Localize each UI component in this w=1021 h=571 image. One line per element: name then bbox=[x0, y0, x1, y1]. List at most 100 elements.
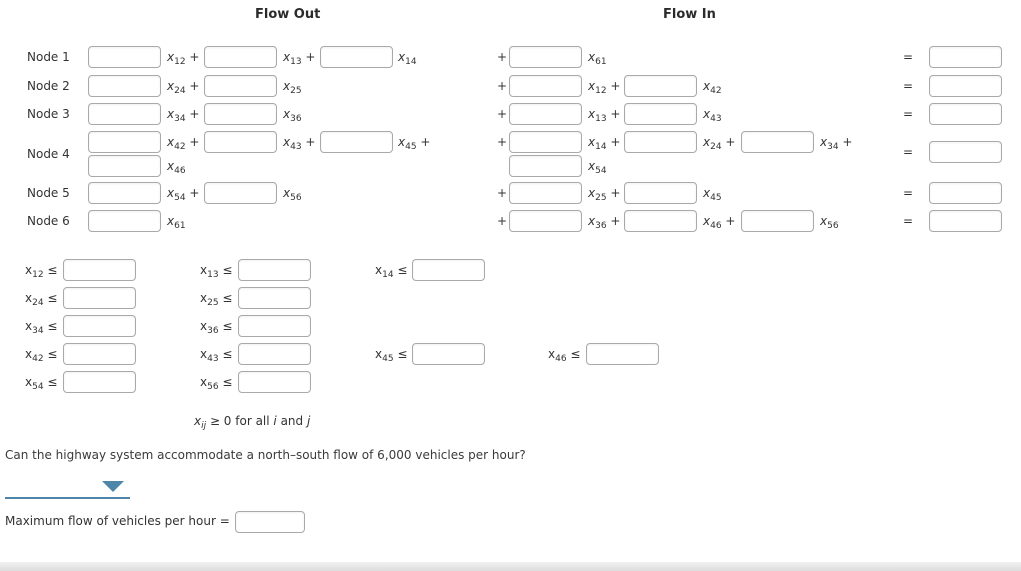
flow-in-var-x36: x36 + bbox=[588, 214, 621, 231]
flow-in-var-x61: x61 bbox=[588, 50, 607, 67]
capacity-input-x25[interactable] bbox=[238, 287, 311, 309]
flow-in-var-x13: x13 + bbox=[588, 107, 621, 124]
flow-balance-rhs-input-node-4[interactable] bbox=[929, 141, 1002, 163]
flow-in-var-x56: x56 bbox=[820, 214, 839, 231]
flow-in-var-x42: x42 bbox=[703, 79, 722, 96]
flow-balance-rhs-input-node-3[interactable] bbox=[929, 103, 1002, 125]
flow-out-var-x56: x56 bbox=[283, 186, 302, 203]
capacity-var-x56: x56 ≤ bbox=[200, 375, 233, 392]
flow-balance-rhs-input-node-2[interactable] bbox=[929, 75, 1002, 97]
question-text: Can the highway system accommodate a nor… bbox=[5, 448, 526, 462]
flow-balance-rhs-input-node-1[interactable] bbox=[929, 46, 1002, 68]
flow-out-input-x34[interactable] bbox=[88, 103, 161, 125]
flow-out-var-x24: x24 + bbox=[167, 79, 200, 96]
flow-out-var-x61: x61 bbox=[167, 214, 186, 231]
flow-in-input-x34[interactable] bbox=[741, 131, 814, 153]
flow-out-input-x54[interactable] bbox=[88, 182, 161, 204]
flow-out-var-x13: x13 + bbox=[283, 50, 316, 67]
equals-sign: = bbox=[903, 214, 914, 228]
flow-out-var-x14: x14 bbox=[398, 50, 417, 67]
flow-in-input-x36[interactable] bbox=[509, 210, 582, 232]
flow-in-var-x12: x12 + bbox=[588, 79, 621, 96]
plus-sign: + bbox=[497, 186, 508, 200]
capacity-input-x13[interactable] bbox=[238, 259, 311, 281]
flow-out-var-x45: x45 + bbox=[398, 135, 431, 152]
flow-out-input-x14[interactable] bbox=[320, 46, 393, 68]
flow-in-input-x45[interactable] bbox=[624, 182, 697, 204]
capacity-var-x45: x45 ≤ bbox=[375, 347, 408, 364]
flow-in-input-x14[interactable] bbox=[509, 131, 582, 153]
capacity-input-x42[interactable] bbox=[63, 343, 136, 365]
capacity-input-x46[interactable] bbox=[586, 343, 659, 365]
node-label-2: Node 2 bbox=[27, 79, 70, 93]
flow-in-input-x13[interactable] bbox=[509, 103, 582, 125]
capacity-var-x25: x25 ≤ bbox=[200, 291, 233, 308]
flow-out-var-x12: x12 + bbox=[167, 50, 200, 67]
plus-sign: + bbox=[497, 107, 508, 121]
capacity-var-x13: x13 ≤ bbox=[200, 263, 233, 280]
node-label-3: Node 3 bbox=[27, 107, 70, 121]
flow-in-var-x54: x54 bbox=[588, 159, 607, 176]
capacity-input-x56[interactable] bbox=[238, 371, 311, 393]
flow-in-input-x12[interactable] bbox=[509, 75, 582, 97]
bottom-scrollbar-track bbox=[0, 562, 1021, 571]
flow-out-input-x61[interactable] bbox=[88, 210, 161, 232]
plus-sign: + bbox=[497, 79, 508, 93]
capacity-input-x24[interactable] bbox=[63, 287, 136, 309]
answer-dropdown[interactable] bbox=[5, 480, 130, 499]
capacity-input-x36[interactable] bbox=[238, 315, 311, 337]
flow-balance-rhs-input-node-5[interactable] bbox=[929, 182, 1002, 204]
capacity-input-x54[interactable] bbox=[63, 371, 136, 393]
flow-out-input-x12[interactable] bbox=[88, 46, 161, 68]
flow-in-input-x56[interactable] bbox=[741, 210, 814, 232]
flow-out-var-x36: x36 bbox=[283, 107, 302, 124]
flow-in-input-x43[interactable] bbox=[624, 103, 697, 125]
plus-sign: + bbox=[497, 214, 508, 228]
flow-in-var-x45: x45 bbox=[703, 186, 722, 203]
flow-out-input-x25[interactable] bbox=[204, 75, 277, 97]
flow-in-var-x34: x34 + bbox=[820, 135, 853, 152]
capacity-var-x46: x46 ≤ bbox=[548, 347, 581, 364]
max-flow-input[interactable] bbox=[235, 511, 305, 533]
flow-in-input-x61[interactable] bbox=[509, 46, 582, 68]
flow-in-var-x46: x46 + bbox=[703, 214, 736, 231]
capacity-input-x43[interactable] bbox=[238, 343, 311, 365]
capacity-var-x34: x34 ≤ bbox=[25, 319, 58, 336]
flow-in-input-x42[interactable] bbox=[624, 75, 697, 97]
equals-sign: = bbox=[903, 50, 914, 64]
flow-in-input-x25[interactable] bbox=[509, 182, 582, 204]
flow-out-var-x34: x34 + bbox=[167, 107, 200, 124]
flow-in-var-x25: x25 + bbox=[588, 186, 621, 203]
flow-in-input-x24[interactable] bbox=[624, 131, 697, 153]
flow-out-input-x36[interactable] bbox=[204, 103, 277, 125]
flow-out-input-x24[interactable] bbox=[88, 75, 161, 97]
capacity-input-x12[interactable] bbox=[63, 259, 136, 281]
flow-out-input-x42[interactable] bbox=[88, 131, 161, 153]
equals-sign: = bbox=[903, 107, 914, 121]
flow-in-header: Flow In bbox=[663, 7, 716, 22]
nonneg-subscript: ij bbox=[201, 421, 207, 431]
flow-in-input-x54[interactable] bbox=[509, 155, 582, 177]
capacity-input-x14[interactable] bbox=[412, 259, 485, 281]
flow-out-input-x43[interactable] bbox=[204, 131, 277, 153]
flow-out-var-x42: x42 + bbox=[167, 135, 200, 152]
node-label-1: Node 1 bbox=[27, 50, 70, 64]
flow-out-input-x13[interactable] bbox=[204, 46, 277, 68]
flow-out-input-x56[interactable] bbox=[204, 182, 277, 204]
equals-sign: = bbox=[903, 186, 914, 200]
flow-in-input-x46[interactable] bbox=[624, 210, 697, 232]
flow-out-input-x46[interactable] bbox=[88, 155, 161, 177]
flow-in-var-x43: x43 bbox=[703, 107, 722, 124]
node-label-4: Node 4 bbox=[27, 147, 70, 161]
flow-balance-rhs-input-node-6[interactable] bbox=[929, 210, 1002, 232]
capacity-input-x34[interactable] bbox=[63, 315, 136, 337]
flow-out-var-x25: x25 bbox=[283, 79, 302, 96]
capacity-input-x45[interactable] bbox=[412, 343, 485, 365]
flow-out-input-x45[interactable] bbox=[320, 131, 393, 153]
dropdown-arrow-icon bbox=[102, 481, 124, 492]
capacity-var-x54: x54 ≤ bbox=[25, 375, 58, 392]
nonneg-text: ≥ 0 for all bbox=[206, 414, 274, 428]
nonneg-i: i bbox=[273, 414, 277, 428]
capacity-var-x36: x36 ≤ bbox=[200, 319, 233, 336]
